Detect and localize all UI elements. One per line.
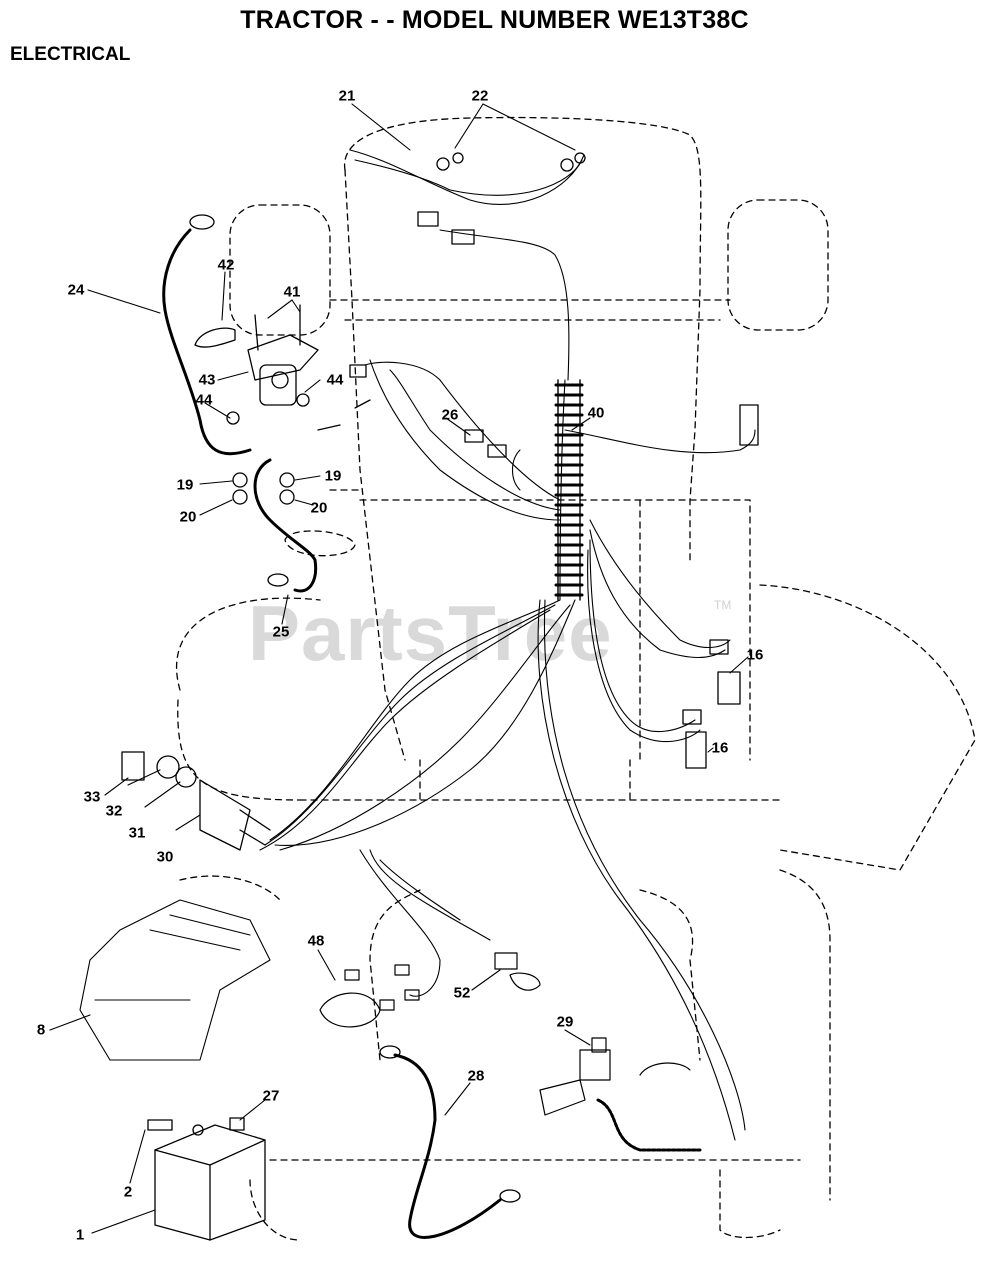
- tractor-outline: [175, 116, 976, 1241]
- engine: [79, 899, 271, 1061]
- battery: [147, 1117, 266, 1241]
- callout-1: 1: [75, 1226, 85, 1244]
- cable-28: [393, 1053, 502, 1239]
- callout-16-upper: 16: [746, 646, 764, 664]
- callout-44-left: 44: [195, 391, 213, 409]
- callout-44-right: 44: [326, 371, 344, 389]
- callout-22: 22: [471, 87, 489, 105]
- callout-8: 8: [36, 1021, 46, 1039]
- ignition-switch: [121, 751, 271, 851]
- callout-19-right: 19: [324, 467, 342, 485]
- callout-48: 48: [307, 932, 325, 950]
- cable-24: [162, 228, 252, 456]
- callout-32: 32: [105, 802, 123, 820]
- callout-25: 25: [272, 623, 290, 641]
- components-misc: [319, 952, 702, 1152]
- callout-33: 33: [83, 788, 101, 806]
- callout-42: 42: [217, 256, 235, 274]
- page-title: TRACTOR - - MODEL NUMBER WE13T38C: [240, 6, 749, 34]
- callout-31: 31: [128, 824, 146, 842]
- callout-16-lower: 16: [711, 739, 729, 757]
- callout-26: 26: [441, 406, 459, 424]
- callout-20-left: 20: [179, 508, 197, 526]
- connectors: [417, 152, 759, 769]
- section-heading: ELECTRICAL: [10, 44, 131, 65]
- callout-29: 29: [556, 1013, 574, 1031]
- callout-52: 52: [453, 984, 471, 1002]
- watermark-trademark: TM: [714, 598, 732, 612]
- wire-harness: [259, 149, 756, 1141]
- callout-21: 21: [338, 87, 356, 105]
- spiral-wrap-loom: [554, 379, 584, 601]
- callout-30: 30: [156, 848, 174, 866]
- callout-41: 41: [283, 283, 301, 301]
- callout-19-left: 19: [176, 476, 194, 494]
- callout-24: 24: [67, 281, 85, 299]
- callout-28: 28: [467, 1067, 485, 1085]
- callout-40: 40: [587, 404, 605, 422]
- callout-27: 27: [262, 1087, 280, 1105]
- leader-lines: [49, 103, 749, 1234]
- callout-20-right: 20: [310, 499, 328, 517]
- cable-25: [253, 458, 318, 593]
- callout-2: 2: [123, 1183, 133, 1201]
- solenoid: [194, 304, 371, 505]
- callout-43: 43: [198, 371, 216, 389]
